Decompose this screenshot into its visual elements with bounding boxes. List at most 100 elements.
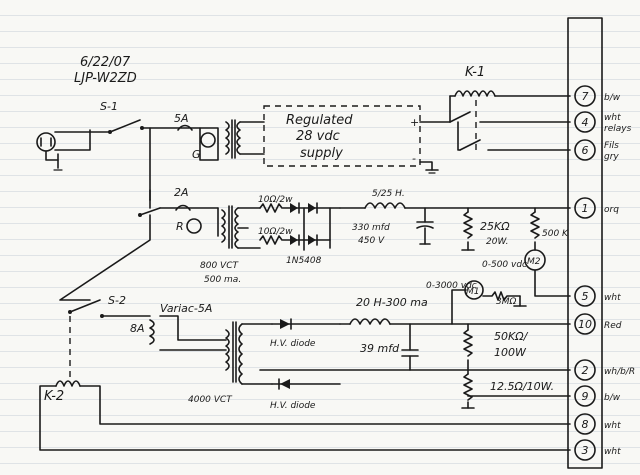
k2-coil [55, 380, 81, 387]
t4000-label: 4000 VCT [188, 395, 233, 405]
terminal-10-circle [574, 313, 596, 335]
t800-primary [221, 209, 226, 243]
date-label: 6/22/07 [80, 55, 131, 70]
res-25k [463, 211, 473, 239]
s2-switch[interactable] [69, 299, 101, 313]
terminal-9-number: 9 [582, 390, 589, 403]
terminal-8-circle [574, 413, 596, 435]
indicator-g-label: G [192, 148, 201, 161]
meter-m1-id: M1 [466, 287, 480, 297]
res-50k-label: 50KΩ/ [494, 330, 529, 343]
meter-m2-id: M2 [527, 257, 541, 267]
selector-switch[interactable] [139, 207, 161, 216]
terminal-6-circle [574, 139, 596, 161]
power-plug [36, 132, 63, 171]
terminal-10-label: Red [604, 321, 622, 331]
terminal-5-label: wht [604, 293, 621, 303]
terminal-1-number: 1 [582, 202, 589, 215]
terminal-2-circle [574, 359, 596, 381]
s1-label: S-1 [100, 100, 118, 113]
cap-330-voltage: 450 V [358, 236, 385, 246]
res-25k-label: 25KΩ [480, 220, 510, 233]
t4000-secondary [238, 323, 243, 385]
terminal-6-number: 6 [582, 144, 589, 157]
diode-bridge [282, 202, 341, 251]
terminal-4-number: 4 [582, 116, 589, 129]
indicator-r-lamp [186, 218, 202, 234]
supply-minus: - [412, 152, 416, 165]
terminal-3-circle [574, 439, 596, 461]
terminal-4-label: wht [604, 113, 621, 123]
supply-transformer-secondary [236, 121, 241, 155]
res-25k-watt: 20W. [486, 237, 508, 247]
k1-label: K-1 [465, 65, 485, 80]
fuse-8a-label: 8A [130, 322, 145, 335]
terminal-6-label: Fils [604, 141, 619, 151]
terminal-1-label: orq [604, 205, 619, 215]
terminal-5-circle [574, 285, 596, 307]
callsign-label: LJP-W2ZD [74, 71, 137, 86]
s1-switch[interactable] [109, 119, 141, 133]
k2-label: K-2 [44, 389, 64, 404]
terminal-4-sublabel: relays [604, 124, 632, 134]
hv-diode-1-label: H.V. diode [270, 339, 316, 349]
terminal-3-number: 3 [582, 444, 589, 457]
supply-plus: + [410, 116, 419, 129]
regulated-supply-box [263, 105, 421, 167]
terminal-3-label: wht [604, 447, 621, 457]
terminal-7-label: b/w [604, 93, 621, 103]
fuse-2a-label: 2A [174, 186, 189, 199]
choke-small [364, 202, 406, 209]
choke-small-label: 5/25 H. [372, 189, 405, 199]
hv-diode-2-label: H.V. diode [270, 401, 316, 411]
terminal-2-number: 2 [582, 364, 589, 377]
cap-330-label: 330 mfd [352, 223, 390, 233]
diodes-label: 1N5408 [286, 256, 322, 266]
fuse-2a [175, 204, 191, 211]
cap-39 [401, 323, 419, 371]
terminal-4-circle [574, 111, 596, 133]
terminal-7-circle [574, 85, 596, 107]
choke-20h-label: 20 H-300 ma [356, 296, 428, 309]
res-10-2 [259, 235, 283, 245]
res-10-1-label: 10Ω/2w [258, 195, 293, 205]
t800-current: 500 ma. [204, 275, 241, 285]
k1-contact-2 [459, 139, 481, 151]
meter-m1-range: 0-3000 vdc [426, 281, 477, 291]
res-10-2-label: 10Ω/2w [258, 227, 293, 237]
fuse-5a [177, 124, 193, 131]
res-10-1 [259, 203, 283, 213]
terminal-strip [567, 17, 603, 469]
t4000-primary [225, 329, 230, 371]
fuse-5a-label: 5A [174, 112, 189, 125]
res-3m-label: 3MΩ [496, 297, 516, 307]
terminal-9-label: b/w [604, 393, 621, 403]
cap-330 [416, 207, 434, 245]
res-12-5-label: 12.5Ω/10W. [490, 380, 554, 393]
hv-diode-bottom [271, 378, 341, 390]
t800-secondary [234, 207, 239, 249]
terminal-8-number: 8 [582, 418, 589, 431]
variac-label: Variac-5A [160, 302, 212, 315]
supply-line3: supply [300, 146, 343, 161]
terminal-9-circle [574, 385, 596, 407]
meter-m2-range: 0-500 vdc [482, 260, 527, 270]
variac [149, 319, 155, 345]
res-500k-label: 500 K [542, 229, 569, 239]
terminal-10-number: 10 [578, 318, 592, 331]
supply-transformer-primary [225, 121, 230, 155]
t800-label: 800 VCT [200, 261, 239, 271]
terminal-8-label: wht [604, 421, 621, 431]
hv-diode-top [271, 318, 341, 330]
indicator-r-label: R [176, 220, 184, 233]
terminal-1-circle [574, 197, 596, 219]
res-500k [530, 211, 540, 239]
indicator-g-lamp [200, 132, 216, 148]
s2-label: S-2 [108, 294, 126, 307]
res-50k-watt: 100W [494, 346, 527, 359]
terminal-2-label: wh/b/R [604, 367, 635, 377]
choke-20h [349, 318, 391, 325]
